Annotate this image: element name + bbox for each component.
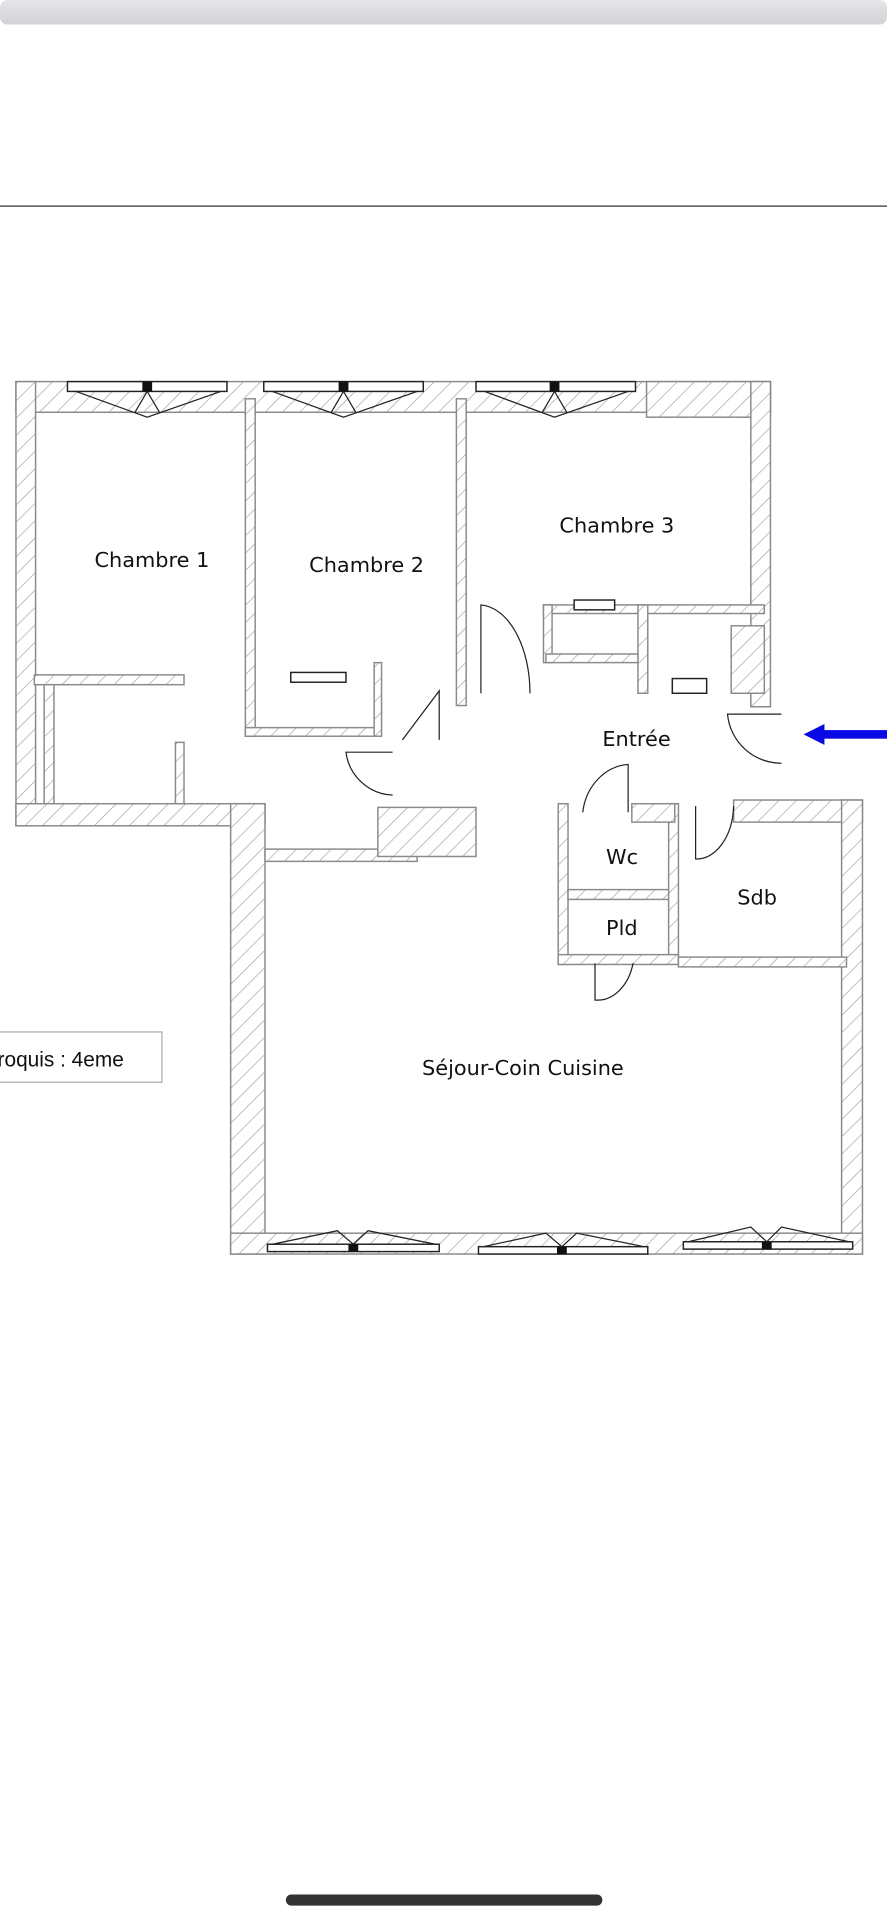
room-label-chambre-1: Chambre 1 [94,548,209,572]
top-toolbar [0,0,887,25]
walls [15,380,864,1255]
window-sejour-2 [477,1232,649,1255]
croquis-label-box [0,1031,163,1083]
room-label-chambre-3: Chambre 3 [559,514,674,538]
arrow-left-icon [803,723,887,745]
home-indicator[interactable] [285,1894,603,1906]
window-chambre-1 [66,380,228,418]
window-sejour-1 [266,1230,440,1253]
room-label-entree: Entrée [602,727,670,751]
room-label-sejour: Séjour-Coin Cuisine [422,1056,624,1080]
window-chambre-2 [263,380,424,418]
doors [345,604,782,1001]
croquis-label: roquis : 4eme [0,1048,124,1071]
room-label-pld: Pld [606,916,638,940]
room-label-sdb: Sdb [737,885,777,909]
room-label-chambre-2: Chambre 2 [309,553,424,577]
window-chambre-3 [475,380,637,418]
window-sejour-3 [682,1226,854,1250]
room-label-wc: Wc [606,845,638,869]
windows [66,380,854,1255]
